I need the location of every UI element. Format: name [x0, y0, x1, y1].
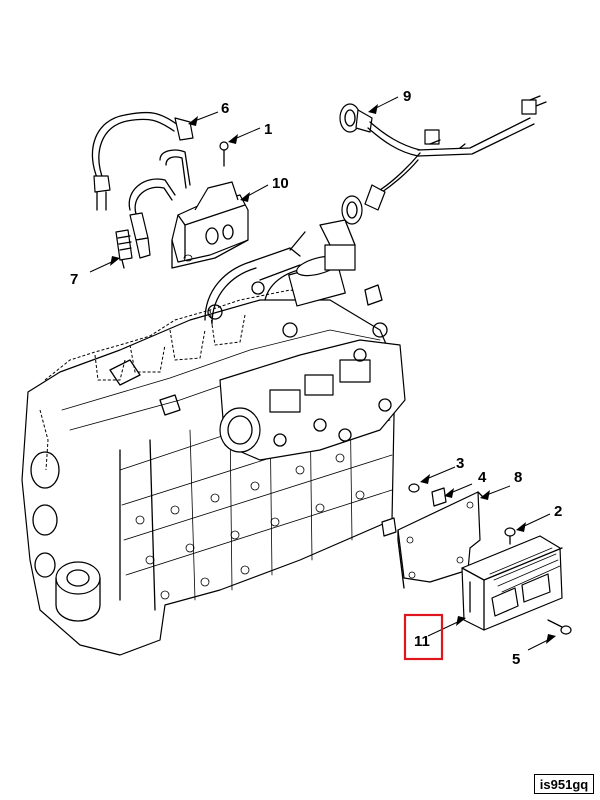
callout-4: 4: [478, 469, 487, 486]
callout-2: 2: [554, 503, 562, 520]
callout-labels: 1 2 3 4 5 6 7 8 9 10 11: [70, 88, 562, 668]
bolt-1: [219, 141, 229, 167]
ecm-module: [461, 535, 563, 631]
injector-lines: [204, 219, 383, 325]
callout-6: 6: [221, 100, 229, 117]
highlight-box: [403, 613, 444, 661]
callout-7: 7: [70, 271, 78, 288]
engine-block: [21, 219, 406, 656]
front-pulley: [55, 561, 101, 622]
fuel-pump-cluster: [109, 322, 406, 461]
callout-9: 9: [403, 88, 411, 105]
callout-1: 1: [264, 121, 272, 138]
ignition-module-assembly: [91, 111, 249, 269]
callout-5: 5: [512, 651, 520, 668]
callout-leaders: [89, 96, 556, 651]
callout-10: 10: [272, 175, 289, 192]
sensor-7: [115, 229, 133, 269]
callout-8: 8: [514, 469, 522, 486]
figure-code: is951gq: [534, 774, 594, 794]
screw-5: [547, 619, 572, 635]
screw-2: [504, 527, 516, 545]
callout-11: 11: [414, 633, 430, 650]
callout-3: 3: [456, 455, 464, 472]
wiring-harness: [339, 95, 547, 225]
ecm-mounting-plate: [381, 483, 485, 589]
